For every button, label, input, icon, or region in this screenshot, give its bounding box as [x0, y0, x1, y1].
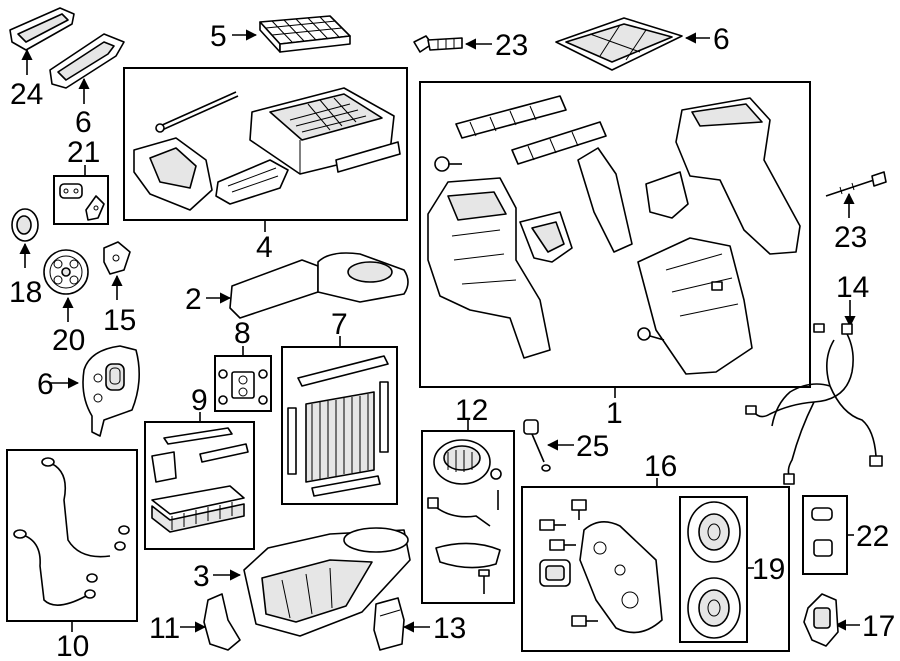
part-filter-frame-top [555, 17, 683, 71]
part-bolt-top [413, 35, 463, 53]
part-harness-14 [745, 323, 883, 485]
part-cabin-filter [259, 15, 351, 53]
callout-1: 1 [606, 397, 623, 430]
callout-23-right: 23 [834, 221, 867, 254]
callout-18: 18 [9, 276, 42, 309]
part-duct-11 [203, 593, 241, 651]
part-plate-6 [82, 345, 140, 437]
callout-24: 24 [10, 78, 43, 111]
part-blower-12 [427, 439, 502, 594]
callout-8: 8 [234, 317, 251, 350]
part-duct-24 [9, 7, 75, 51]
part-sensors-22 [811, 507, 833, 557]
frame-heater-core-9 [144, 421, 255, 550]
part-duct-2 [229, 252, 409, 319]
callout-15: 15 [103, 304, 136, 337]
part-seal-left [49, 33, 125, 89]
part-heater-case-1 [427, 95, 801, 375]
frame-gears-19 [679, 496, 748, 643]
part-gear-20 [43, 249, 89, 295]
callout-20: 20 [52, 324, 85, 357]
callout-5: 5 [210, 20, 227, 53]
callout-13: 13 [433, 612, 466, 645]
part-lower-case-3 [243, 527, 411, 637]
callout-22: 22 [856, 520, 889, 553]
callout-14: 14 [836, 271, 869, 304]
callout-4: 4 [256, 231, 273, 264]
part-actuators-21 [59, 183, 105, 221]
frame-tubes-10 [6, 449, 138, 622]
callout-10: 10 [56, 630, 89, 661]
part-actuator-17 [803, 593, 839, 647]
part-bolt-right [825, 171, 887, 197]
callout-3: 3 [193, 560, 210, 593]
callout-11: 11 [149, 612, 180, 645]
callout-12: 12 [455, 394, 488, 427]
callout-25: 25 [576, 430, 609, 463]
callout-7: 7 [331, 308, 348, 341]
callout-21: 21 [67, 136, 100, 169]
part-heater-core-9 [151, 427, 249, 533]
callout-6-top: 6 [713, 23, 730, 56]
frame-actuator-kit-16 [521, 486, 790, 652]
callout-6-mid: 6 [37, 368, 54, 401]
part-valve-8 [218, 369, 268, 405]
part-gears-19 [687, 501, 741, 639]
part-ring-18 [11, 208, 39, 242]
callout-2: 2 [185, 283, 202, 316]
callout-16: 16 [644, 450, 677, 483]
part-actuator-13 [373, 597, 405, 651]
part-bracket-15 [103, 241, 131, 275]
part-evaporator-7 [287, 355, 389, 497]
frame-actuators-21 [53, 175, 109, 225]
callout-9: 9 [191, 384, 208, 417]
part-upper-case-4 [133, 87, 401, 211]
part-sensor-25 [523, 419, 551, 472]
callout-17: 17 [862, 610, 895, 643]
callout-6-left: 6 [75, 106, 92, 139]
callout-23-top: 23 [495, 29, 528, 62]
part-tubes-10 [13, 457, 130, 606]
callout-19: 19 [752, 553, 785, 586]
part-actuator-kit-16 [539, 499, 663, 634]
